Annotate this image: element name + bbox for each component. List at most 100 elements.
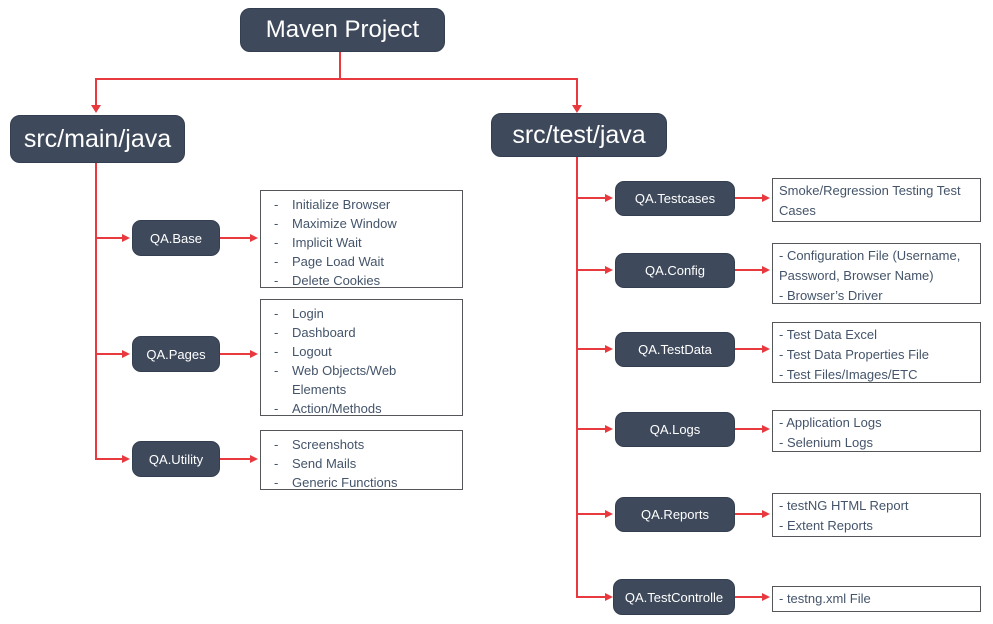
connector-qa-logs-detail [735, 428, 762, 430]
node-src-main-java-label: src/main/java [23, 124, 172, 153]
arrowhead-qa-base-detail-icon [250, 234, 258, 242]
arrowhead-qa-reports-icon [605, 510, 613, 518]
arrowhead-qa-pages-icon [122, 350, 130, 358]
node-qa-logs: QA.Logs [615, 412, 735, 447]
node-qa-testcontrolle-label: QA.TestControlle [624, 589, 724, 605]
node-qa-utility: QA.Utility [132, 441, 220, 477]
list-item: Delete Cookies [271, 271, 420, 290]
detail-line: - Test Files/Images/ETC [779, 367, 918, 382]
connector-branch-qa-logs [576, 428, 605, 430]
connector-drop-test [576, 78, 578, 106]
connector-qa-base-detail [220, 237, 250, 239]
list-item: Generic Functions [271, 473, 420, 492]
arrowhead-qa-testcontrolle-icon [605, 593, 613, 601]
connector-branch-qa-testdata [576, 348, 605, 350]
connector-branch-qa-testcases [576, 197, 605, 199]
list-item: Initialize Browser [271, 195, 420, 214]
connector-branch-qa-config [576, 269, 605, 271]
node-qa-testcontrolle: QA.TestControlle [613, 579, 735, 615]
detail-qa-testcontrolle: - testng.xml File [772, 586, 981, 612]
connector-branch-qa-reports [576, 513, 605, 515]
list-item: Action/Methods [271, 399, 420, 418]
detail-qa-reports: - testNG HTML Report - Extent Reports [772, 493, 981, 537]
detail-line: - Extent Reports [779, 518, 873, 533]
detail-line: - Browser’s Driver [779, 288, 883, 303]
list-item: Logout [271, 342, 420, 361]
list-item: Web Objects/Web Elements [271, 361, 420, 399]
detail-line: - Selenium Logs [779, 435, 873, 450]
detail-line: - Test Data Excel [779, 327, 878, 342]
arrowhead-qa-base-icon [122, 234, 130, 242]
node-qa-testcases-label: QA.Testcases [634, 191, 716, 206]
arrowhead-qa-utility-icon [122, 455, 130, 463]
node-qa-config: QA.Config [615, 253, 735, 288]
node-maven-project: Maven Project [240, 8, 445, 52]
arrowhead-qa-reports-detail-icon [762, 510, 770, 518]
node-qa-reports: QA.Reports [615, 497, 735, 532]
connector-branch-qa-testcontrolle [576, 596, 605, 598]
detail-qa-config: - Configuration File (Username, Password… [772, 243, 981, 304]
detail-qa-base: Initialize Browser Maximize Window Impli… [260, 190, 463, 290]
arrowhead-qa-utility-detail-icon [250, 455, 258, 463]
list-item: Implicit Wait [271, 233, 420, 252]
arrowhead-qa-config-detail-icon [762, 266, 770, 274]
arrowhead-qa-logs-detail-icon [762, 425, 770, 433]
list-item: Send Mails [271, 454, 420, 473]
arrowhead-qa-testcontrolle-detail-icon [762, 593, 770, 601]
node-qa-logs-label: QA.Logs [649, 422, 701, 437]
node-src-test-java-label: src/test/java [512, 120, 646, 149]
connector-main-trunk [95, 163, 97, 460]
connector-branch-qa-base [95, 237, 122, 239]
connector-qa-config-detail [735, 269, 762, 271]
node-qa-config-label: QA.Config [645, 263, 705, 278]
connector-qa-testdata-detail [735, 348, 762, 350]
detail-qa-utility: Screenshots Send Mails Generic Functions [260, 430, 463, 492]
arrowhead-qa-testdata-detail-icon [762, 345, 770, 353]
detail-qa-testcases: Smoke/Regression Testing Test Cases [772, 178, 981, 222]
connector-test-trunk [576, 157, 578, 598]
arrowhead-qa-testdata-icon [605, 345, 613, 353]
detail-qa-testdata: - Test Data Excel - Test Data Properties… [772, 322, 981, 383]
node-qa-reports-label: QA.Reports [641, 507, 709, 522]
detail-line: - Configuration File (Username, Password… [779, 248, 961, 283]
connector-qa-testcases-detail [735, 197, 762, 199]
connector-branch-qa-utility [95, 458, 122, 460]
node-qa-pages-label: QA.Pages [146, 346, 206, 362]
detail-line: - testng.xml File [779, 591, 871, 606]
arrowhead-qa-pages-detail-icon [250, 350, 258, 358]
node-src-main-java: src/main/java [10, 115, 185, 163]
list-item: Login [271, 304, 420, 323]
list-item: Screenshots [271, 435, 420, 454]
node-qa-testcases: QA.Testcases [615, 181, 735, 216]
arrowhead-qa-logs-icon [605, 425, 613, 433]
arrowhead-main-icon [91, 105, 101, 113]
node-maven-project-label: Maven Project [265, 16, 420, 43]
connector-drop-main [95, 78, 97, 106]
node-qa-pages: QA.Pages [132, 336, 220, 372]
arrowhead-qa-testcases-icon [605, 194, 613, 202]
node-qa-utility-label: QA.Utility [148, 451, 204, 467]
arrowhead-test-icon [572, 105, 582, 113]
detail-line: Smoke/Regression Testing Test Cases [779, 183, 961, 218]
list-item: Page Load Wait [271, 252, 420, 271]
detail-qa-pages: Login Dashboard Logout Web Objects/Web E… [260, 299, 463, 418]
arrowhead-qa-testcases-detail-icon [762, 194, 770, 202]
detail-line: - Test Data Properties File [779, 347, 930, 362]
detail-qa-logs: - Application Logs - Selenium Logs [772, 410, 981, 452]
node-qa-base: QA.Base [132, 220, 220, 256]
connector-qa-utility-detail [220, 458, 250, 460]
connector-branch-qa-pages [95, 353, 122, 355]
detail-line: - testNG HTML Report [779, 498, 909, 513]
list-item: Dashboard [271, 323, 420, 342]
node-qa-testdata: QA.TestData [615, 332, 735, 367]
detail-line: - Application Logs [779, 415, 882, 430]
connector-root-stub [339, 52, 341, 79]
node-qa-testdata-label: QA.TestData [638, 342, 712, 357]
connector-qa-testcontrolle-detail [735, 596, 762, 598]
connector-top-horizontal [95, 78, 578, 80]
connector-qa-reports-detail [735, 513, 762, 515]
node-qa-base-label: QA.Base [149, 230, 203, 246]
arrowhead-qa-config-icon [605, 266, 613, 274]
connector-qa-pages-detail [220, 353, 250, 355]
